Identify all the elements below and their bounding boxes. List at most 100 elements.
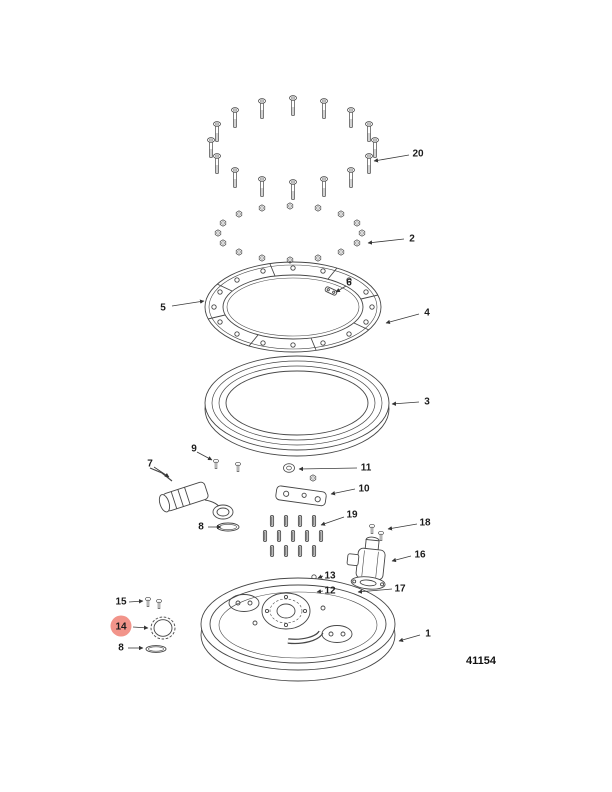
bolt <box>347 107 355 128</box>
leader-line-16 <box>391 555 412 563</box>
pin <box>262 530 268 542</box>
leader-line-7 <box>153 466 170 478</box>
screw-pair-9 <box>213 458 241 473</box>
leader-line-12 <box>316 589 324 594</box>
pin <box>297 515 303 527</box>
nut <box>309 474 317 482</box>
bolt <box>365 153 373 174</box>
bolt <box>347 167 355 188</box>
nut <box>235 248 243 256</box>
pin <box>283 545 289 557</box>
screw <box>213 458 219 470</box>
callout-13[interactable]: 13 <box>324 571 336 582</box>
leader-line-4 <box>385 313 420 325</box>
leader-line-9 <box>196 451 213 461</box>
washer <box>283 463 295 473</box>
retainer-ring <box>204 261 382 353</box>
nut <box>214 229 222 237</box>
fitting-assembly <box>149 467 234 520</box>
callout-10[interactable]: 10 <box>358 484 370 495</box>
pin <box>269 545 275 557</box>
pin-set-19 <box>262 515 324 557</box>
leader-line-20 <box>373 154 410 163</box>
bolt <box>213 153 221 174</box>
screw <box>378 530 384 542</box>
bracket-10 <box>275 485 327 507</box>
bolt <box>371 137 379 158</box>
callout-15[interactable]: 15 <box>115 597 127 608</box>
callout-8a[interactable]: 8 <box>198 522 204 533</box>
leader-line-14 <box>132 625 149 630</box>
pin <box>269 515 275 527</box>
callout-1[interactable]: 1 <box>425 629 431 640</box>
gasket <box>204 355 390 457</box>
leader-line-18 <box>387 523 418 531</box>
callout-labels: 20 2 6 5 4 3 9 7 11 10 8 19 18 16 13 12 … <box>110 149 497 667</box>
nut <box>353 219 361 227</box>
screw <box>145 596 151 608</box>
callout-5[interactable]: 5 <box>160 303 166 314</box>
nut <box>314 254 322 262</box>
nut <box>353 239 361 247</box>
bolt <box>320 98 328 119</box>
nut <box>337 248 345 256</box>
pin <box>311 515 317 527</box>
diagram-number: 41154 <box>466 655 497 667</box>
nut <box>286 202 294 210</box>
screw-pair-15 <box>145 596 162 610</box>
bolt <box>320 176 328 197</box>
bolt <box>258 98 266 119</box>
cap-disc-14 <box>150 616 176 640</box>
leader-line-5 <box>171 299 205 307</box>
nut <box>219 239 227 247</box>
nut-set <box>214 202 366 264</box>
callout-14[interactable]: 14 <box>115 622 127 633</box>
pin <box>276 530 282 542</box>
callout-17[interactable]: 17 <box>394 584 406 595</box>
bolt <box>289 179 297 200</box>
nut <box>235 210 243 218</box>
screw <box>369 523 375 535</box>
callout-4[interactable]: 4 <box>424 308 430 319</box>
leader-line-2 <box>367 238 405 245</box>
nut <box>314 204 322 212</box>
callout-6[interactable]: 6 <box>346 278 352 289</box>
callout-3[interactable]: 3 <box>424 397 430 408</box>
nut <box>258 254 266 262</box>
callout-9[interactable]: 9 <box>191 444 197 455</box>
bolt <box>207 137 215 158</box>
callout-18[interactable]: 18 <box>419 518 431 529</box>
callout-12[interactable]: 12 <box>324 586 336 597</box>
callout-11[interactable]: 11 <box>361 463 372 474</box>
pin <box>304 530 310 542</box>
nut <box>337 210 345 218</box>
o-ring-8-lower <box>145 645 167 653</box>
pin <box>318 530 324 542</box>
leader-lines <box>128 154 421 651</box>
callout-8b[interactable]: 8 <box>118 643 124 654</box>
callout-20[interactable]: 20 <box>412 149 424 160</box>
pin <box>290 530 296 542</box>
callout-16[interactable]: 16 <box>414 550 426 561</box>
screw <box>156 598 162 610</box>
bolt-set <box>207 95 379 200</box>
base-plate <box>200 577 396 682</box>
screw <box>235 461 241 473</box>
leader-line-10 <box>330 488 356 496</box>
pin <box>311 545 317 557</box>
pin <box>283 515 289 527</box>
leader-line-13 <box>317 574 324 579</box>
bolt <box>258 176 266 197</box>
leader-line-3 <box>391 401 420 406</box>
pump-assembly-16 <box>346 536 386 590</box>
callout-7[interactable]: 7 <box>147 459 153 470</box>
leader-line-19 <box>320 516 345 526</box>
bolt <box>289 95 297 116</box>
bolt <box>365 121 373 142</box>
callout-19[interactable]: 19 <box>346 510 358 521</box>
callout-2[interactable]: 2 <box>409 234 415 245</box>
leader-line-11 <box>298 466 358 472</box>
leader-line-1 <box>398 634 421 643</box>
nut <box>358 229 366 237</box>
